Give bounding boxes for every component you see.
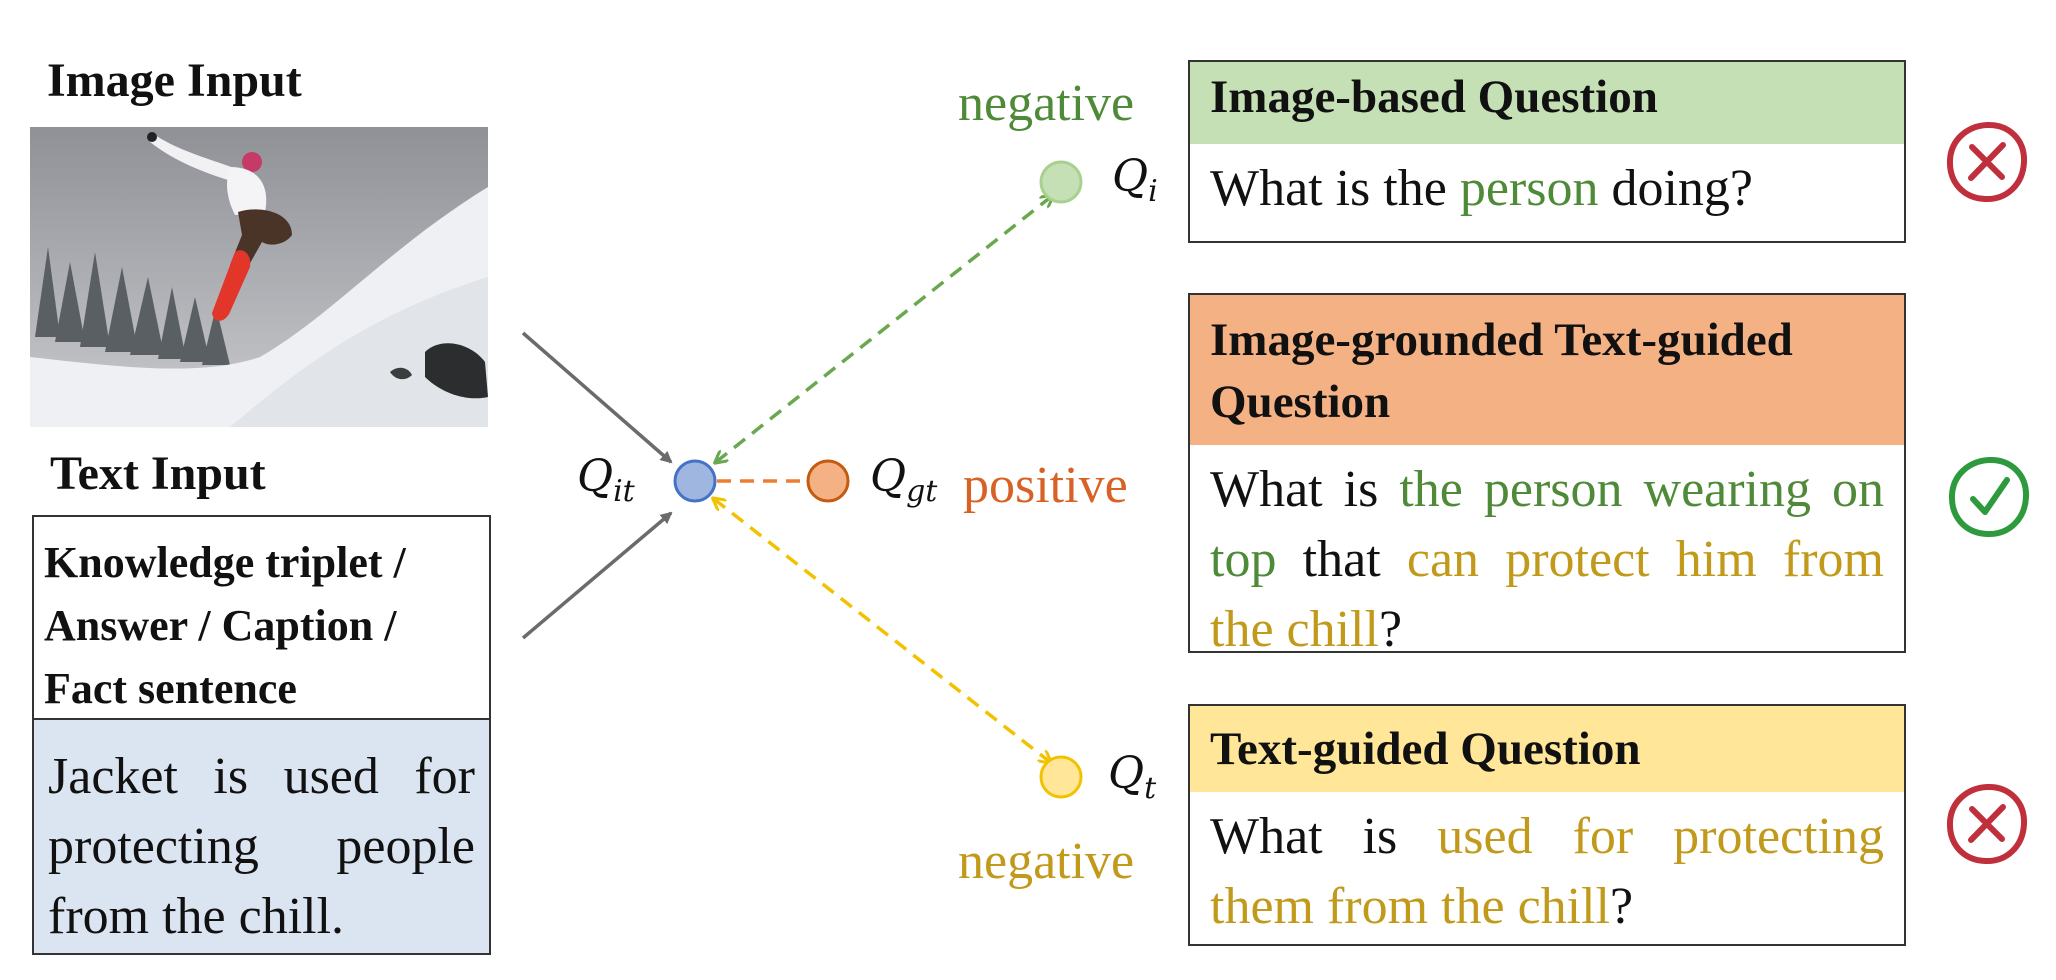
qit-label: Qit (577, 451, 635, 509)
qit-qi-link (716, 196, 1052, 462)
question-text: What is the person wearing on top that c… (1210, 461, 1885, 658)
question-title: Image-based Question (1190, 62, 1904, 144)
qit-qt-link (714, 499, 1050, 762)
text-guided-question-box: Text-guided Question What is used for pr… (1188, 704, 1906, 946)
check-circle-icon (1947, 455, 2031, 544)
qgt-label: Qgt (870, 451, 938, 509)
qit-node (673, 459, 717, 503)
text-input-heading: Text Input (50, 447, 266, 500)
negative-label-top: negative (958, 75, 1135, 132)
positive-label: positive (963, 457, 1128, 514)
text-to-qit-arrow (521, 511, 673, 640)
text-example: Jacket is used for protecting people fro… (48, 748, 475, 945)
image-based-question-box: Image-based Question What is the person … (1188, 60, 1906, 243)
cross-circle-icon (1945, 120, 2029, 209)
snowboarder-photo (30, 127, 488, 427)
text-example-box: Jacket is used for protecting people fro… (32, 718, 491, 955)
question-text: What is the person doing? (1210, 160, 1753, 217)
qt-node (1039, 755, 1083, 799)
question-title: Text-guided Question (1190, 706, 1904, 792)
qi-node (1039, 160, 1083, 204)
text-type-line: Answer / Caption / (44, 601, 397, 650)
question-title: Image-grounded Text-guided Question (1190, 295, 1904, 445)
text-type-box: Knowledge triplet / Answer / Caption / F… (32, 515, 491, 721)
text-type-line: Knowledge triplet / (44, 538, 406, 587)
image-grounded-text-guided-question-box: Image-grounded Text-guided Question What… (1188, 293, 1906, 658)
question-text: What is used for protecting them from th… (1210, 808, 1884, 935)
negative-label-bottom: negative (958, 833, 1135, 890)
cross-circle-icon (1945, 782, 2029, 871)
text-type-line: Fact sentence (44, 664, 297, 713)
qgt-node (806, 459, 850, 503)
image-input-heading: Image Input (47, 54, 302, 107)
qt-label: Qt (1108, 748, 1157, 806)
qi-label: Qi (1112, 151, 1158, 209)
image-to-qit-arrow (521, 331, 673, 464)
